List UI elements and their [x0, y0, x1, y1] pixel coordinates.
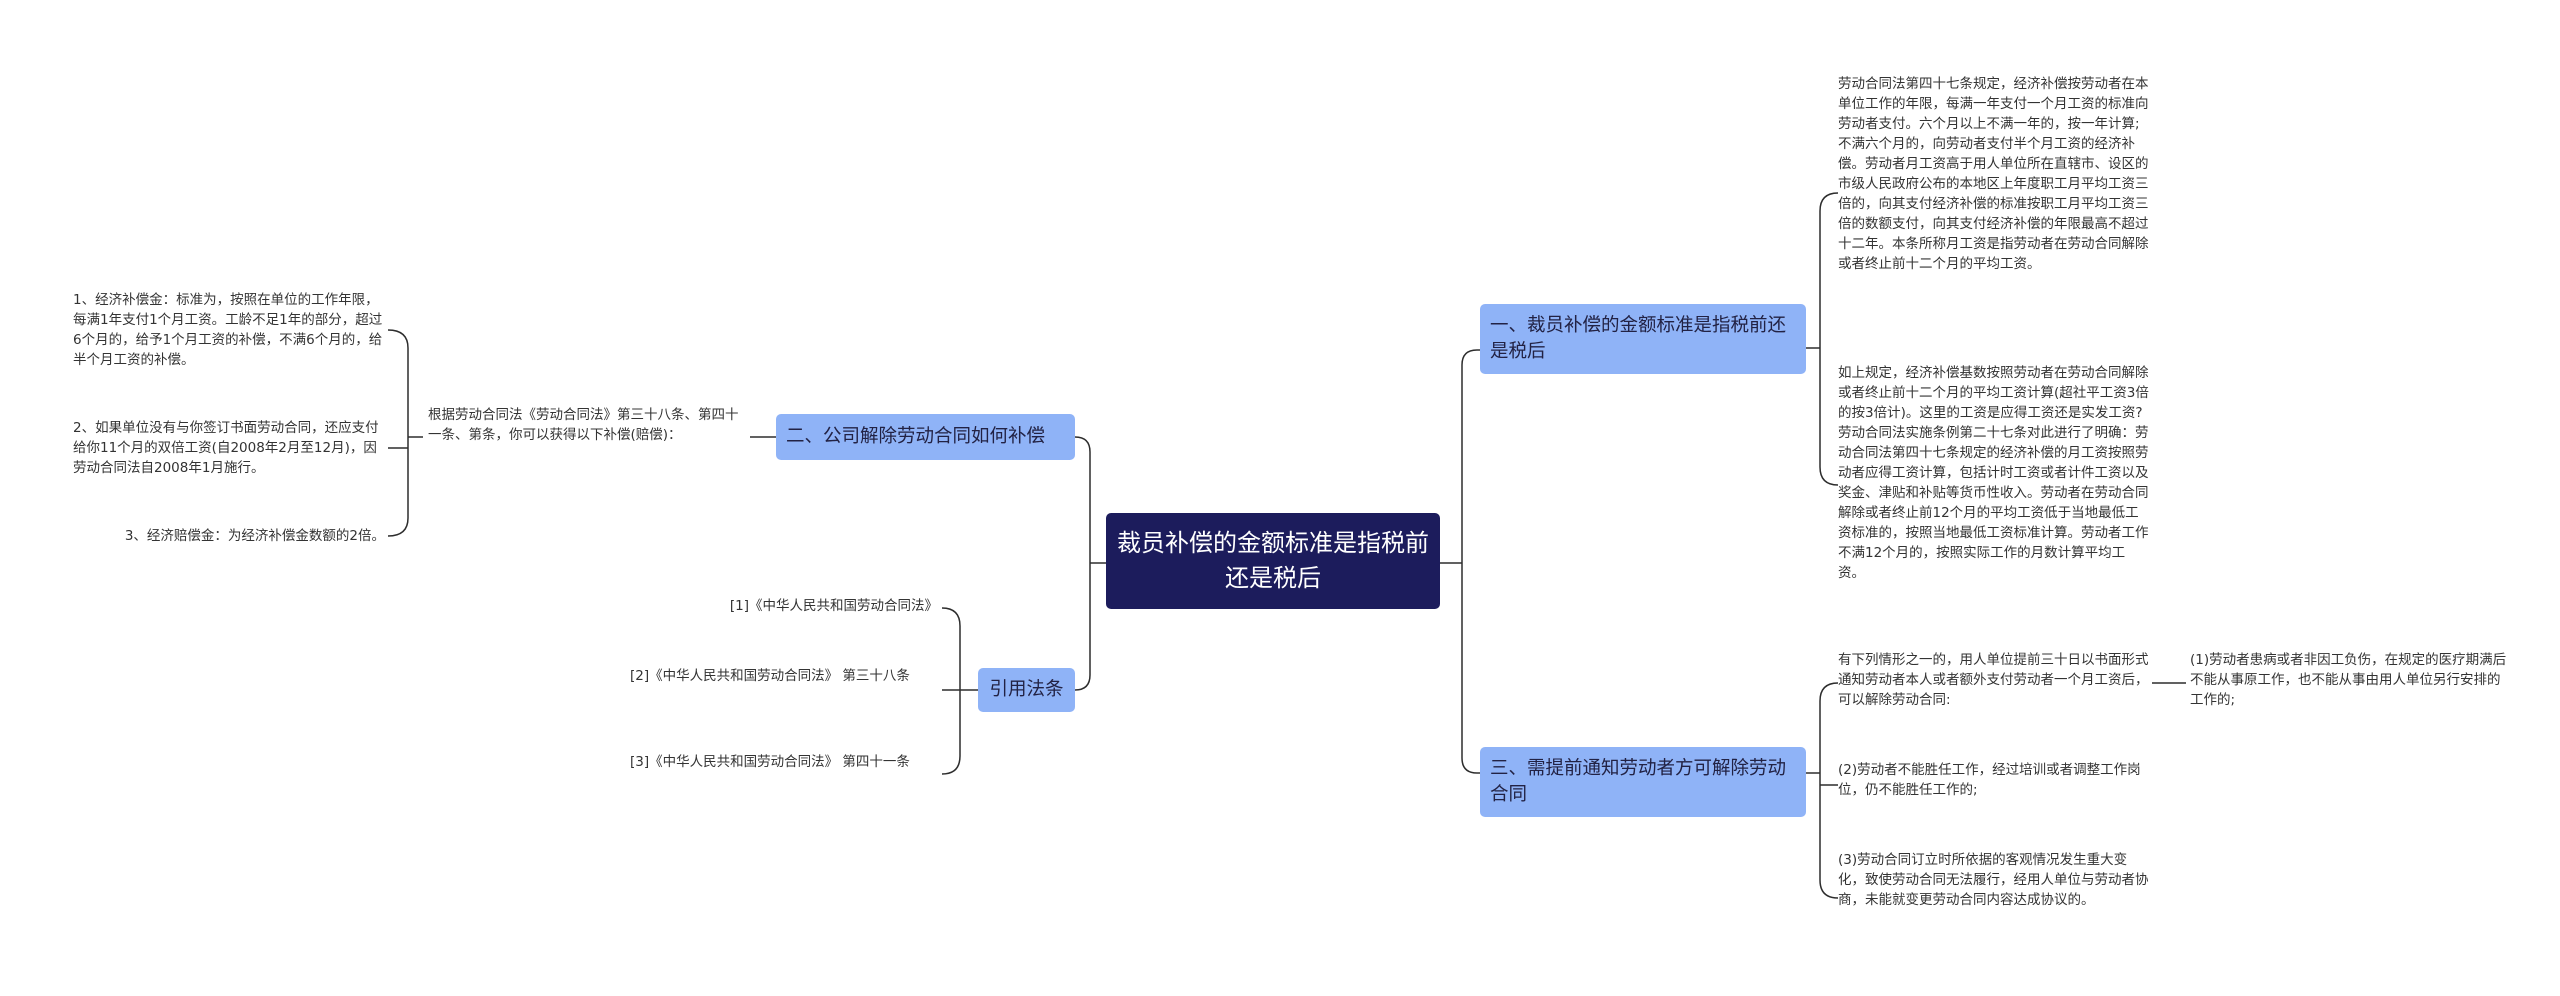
leaf-wage-basis: 如上规定，经济补偿基数按照劳动者在劳动合同解除或者终止前十二个月的平均工资计算(…: [1838, 365, 2149, 581]
root-title: 裁员补偿的金额标准是指税前还是税后: [1117, 529, 1429, 592]
leaf-illness-case: (1)劳动者患病或者非因工负伤，在规定的医疗期满后不能从事原工作，也不能从事由用…: [2190, 652, 2507, 708]
link-b1-bracket: [1819, 192, 1839, 486]
link-left-trunk: [1074, 436, 1091, 691]
branch-advance-notice-label: 三、需提前通知劳动者方可解除劳动合同: [1490, 758, 1787, 805]
branch-cited-laws-label: 引用法条: [989, 679, 1064, 700]
link-mid-bracket: [387, 329, 409, 537]
leaf-compensation-basis: 根据劳动合同法《劳动合同法》第三十八条、第四十一条、第条，你可以获得以下补偿(赔…: [428, 407, 739, 443]
leaf-double-wage: 2、如果单位没有与你签订书面劳动合同，还应支付给你11个月的双倍工资(自2008…: [73, 420, 379, 476]
branch-advance-notice[interactable]: 三、需提前通知劳动者方可解除劳动合同: [1480, 747, 1806, 817]
leaf-incompetence-case: (2)劳动者不能胜任工作，经过培训或者调整工作岗位，仍不能胜任工作的;: [1838, 762, 2141, 798]
leaf-notice-conditions: 有下列情形之一的，用人单位提前三十日以书面形式通知劳动者本人或者额外支付劳动者一…: [1838, 652, 2149, 708]
leaf-economic-compensation: 1、经济补偿金：标准为，按照在单位的工作年限，每满1年支付1个月工资。工龄不足1…: [73, 292, 383, 368]
branch-tax-standard-label: 一、裁员补偿的金额标准是指税前还是税后: [1490, 315, 1787, 362]
branch-tax-standard[interactable]: 一、裁员补偿的金额标准是指税前还是税后: [1480, 304, 1806, 374]
leaf-law-ref-1: [1]《中华人民共和国劳动合同法》: [729, 598, 938, 614]
branch-cited-laws[interactable]: 引用法条: [978, 668, 1075, 712]
root-node[interactable]: 裁员补偿的金额标准是指税前还是税后: [1106, 513, 1440, 609]
branch-compensation[interactable]: 二、公司解除劳动合同如何补偿: [776, 414, 1075, 460]
leaf-law-ref-2: [2]《中华人民共和国劳动合同法》 第三十八条: [630, 668, 910, 684]
branch-compensation-label: 二、公司解除劳动合同如何补偿: [786, 426, 1046, 447]
link-refs-bracket: [941, 607, 961, 775]
leaf-article-47: 劳动合同法第四十七条规定，经济补偿按劳动者在本单位工作的年限，每满一年支付一个月…: [1838, 76, 2149, 272]
leaf-economic-damages: 3、经济赔偿金：为经济补偿金数额的2倍。: [124, 528, 385, 544]
link-b3-bracket: [1819, 682, 1839, 899]
leaf-circumstance-change: (3)劳动合同订立时所依据的客观情况发生重大变化，致使劳动合同无法履行，经用人单…: [1838, 852, 2149, 908]
link-right-trunk: [1461, 349, 1478, 774]
leaf-law-ref-3: [3]《中华人民共和国劳动合同法》 第四十一条: [630, 754, 910, 770]
